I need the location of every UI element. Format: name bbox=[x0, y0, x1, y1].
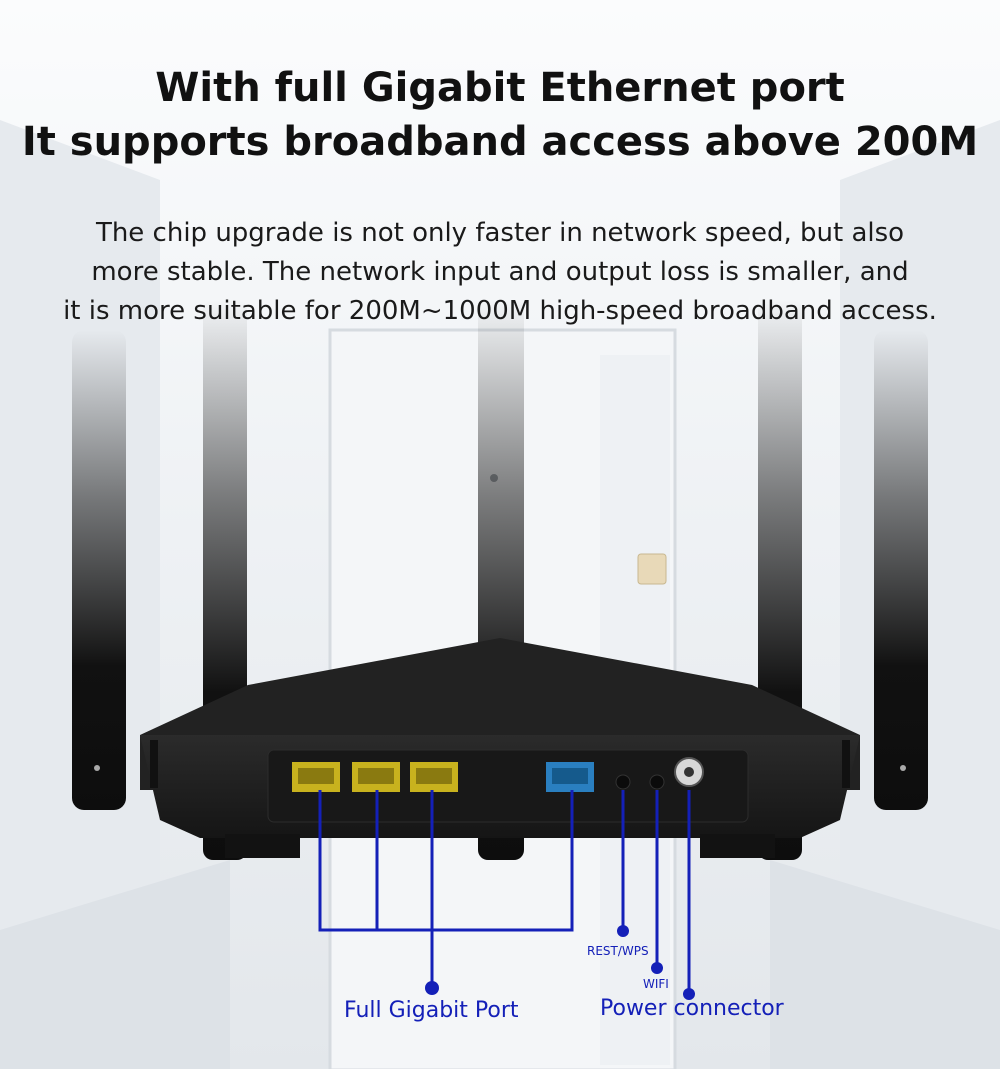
wifi-button bbox=[649, 774, 665, 790]
antenna-left-outer bbox=[72, 330, 126, 810]
callout-lines bbox=[318, 790, 691, 992]
reset-wps-label: REST/WPS bbox=[587, 944, 649, 958]
description-line-2: more stable. The network input and outpu… bbox=[91, 257, 909, 287]
description-line-1: The chip upgrade is not only faster in n… bbox=[95, 218, 905, 248]
description-line-3: it is more suitable for 200M~1000M high-… bbox=[63, 296, 937, 326]
lan-ports bbox=[292, 762, 458, 792]
antenna-right-outer bbox=[874, 330, 928, 810]
wifi-label: WIFI bbox=[643, 977, 669, 991]
headline-line-1: With full Gigabit Ethernet port bbox=[155, 65, 845, 111]
gigabit-port-label: Full Gigabit Port bbox=[344, 998, 519, 1023]
power-connector-label: Power connector bbox=[600, 996, 784, 1021]
reset-wps-button bbox=[615, 774, 631, 790]
headline-line-2: It supports broadband access above 200M bbox=[21, 119, 979, 165]
antennas bbox=[72, 300, 928, 860]
callout-dots bbox=[425, 925, 695, 1000]
